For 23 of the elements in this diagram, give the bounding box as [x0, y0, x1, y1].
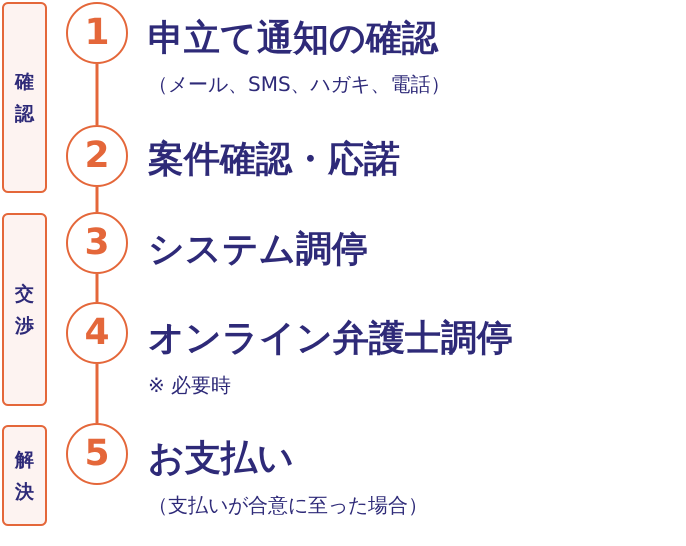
connector-line: [96, 64, 98, 125]
step-number-circle: 4: [66, 302, 128, 364]
step-title: 申立て通知の確認: [148, 18, 438, 60]
step-note: （支払いが合意に至った場合）: [148, 492, 428, 518]
phase-label: 解決: [14, 448, 34, 504]
connector-line: [96, 364, 98, 423]
phase-label: 交渉: [14, 282, 34, 338]
step-number-circle: 2: [66, 125, 128, 187]
step-title: オンライン弁護士調停: [148, 318, 513, 360]
step-note: （メール、SMS、ハガキ、電話）: [148, 71, 451, 97]
phase-label: 確認: [14, 70, 34, 126]
phase-band: [2, 2, 47, 193]
step-title: システム調停: [148, 229, 368, 271]
step-title: お支払い: [148, 438, 294, 480]
connector-line: [96, 274, 98, 302]
step-number-circle: 5: [66, 423, 128, 485]
step-title: 案件確認・応諾: [148, 139, 400, 181]
step-number-circle: 3: [66, 212, 128, 274]
phase-band: [2, 425, 47, 526]
step-note: ※ 必要時: [148, 372, 232, 398]
connector-line: [96, 187, 98, 212]
step-number-circle: 1: [66, 2, 128, 64]
phase-band: [2, 213, 47, 406]
